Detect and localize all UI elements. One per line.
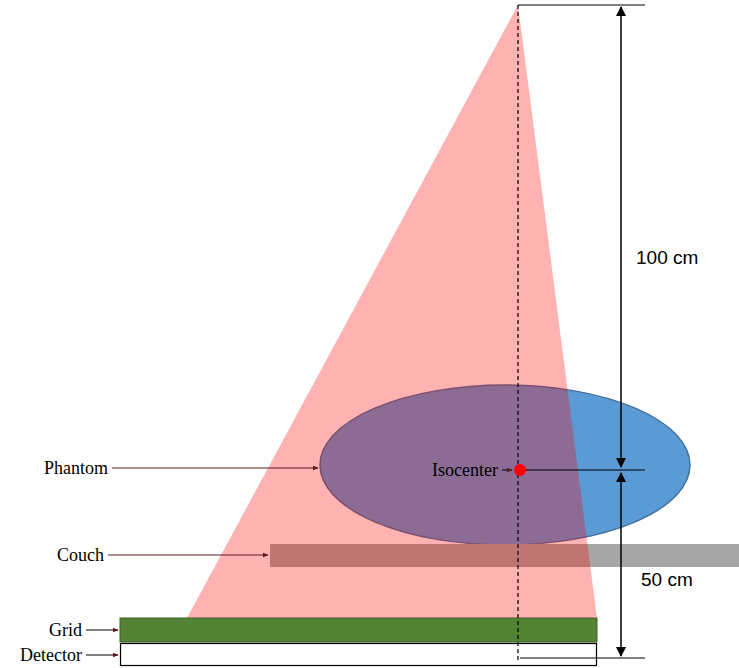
extension-line bbox=[520, 658, 645, 659]
detector-plate bbox=[121, 644, 597, 666]
x-ray-beam bbox=[187, 5, 597, 618]
dimension-label: 100 cm bbox=[636, 247, 698, 269]
central-axis bbox=[517, 5, 518, 660]
leader-arrow bbox=[86, 655, 118, 656]
leader-arrow bbox=[502, 470, 512, 471]
dimension-arrow bbox=[620, 7, 622, 467]
part-label: Phantom bbox=[44, 457, 108, 479]
part-label: Isocenter bbox=[432, 459, 498, 481]
dimension-label: 50 cm bbox=[641, 569, 693, 591]
dimension-arrow bbox=[620, 473, 622, 656]
part-label: Couch bbox=[57, 544, 104, 566]
grid-plate bbox=[120, 618, 597, 642]
leader-arrow bbox=[108, 555, 268, 556]
leader-arrow bbox=[112, 468, 318, 469]
isocenter-dot bbox=[514, 464, 526, 476]
part-label: Detector bbox=[20, 644, 82, 666]
part-label: Grid bbox=[49, 619, 82, 641]
extension-line bbox=[520, 470, 645, 471]
extension-line bbox=[518, 5, 645, 6]
leader-arrow bbox=[86, 630, 118, 631]
